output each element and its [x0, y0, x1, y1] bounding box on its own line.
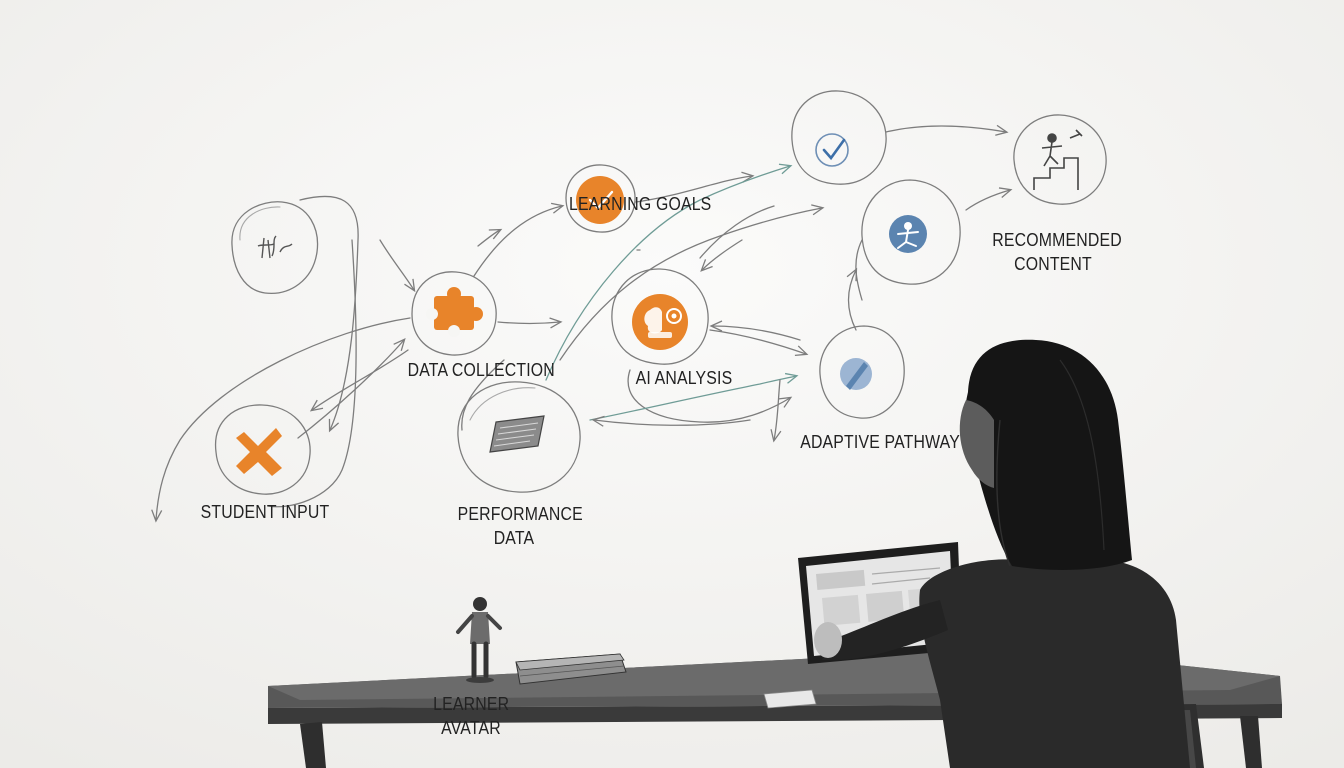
check-node-circle: [791, 90, 887, 185]
data-collection-label: DATA COLLECTION: [407, 360, 555, 380]
learning-goals-check-icon: [576, 176, 624, 224]
node-circles: [214, 90, 1107, 495]
ai-brain-gear-icon: [632, 294, 688, 350]
pencil-icon: [840, 358, 872, 390]
woman-figure: [814, 339, 1204, 768]
handwriting-icon: [257, 235, 293, 259]
flow-arrows: [151, 124, 1013, 523]
learning-goals-label: LEARNING GOALS: [569, 194, 712, 214]
learning-goals-node-circle: [565, 164, 636, 233]
learner-avatar-figure: [456, 597, 502, 683]
handwriting-node-circle: [231, 201, 319, 294]
data-collection-node-circle: [411, 271, 497, 356]
person-node-circle: [861, 179, 961, 285]
performance-data-node-circle: [457, 381, 581, 493]
performance-data-label: PERFORMANCE DATA: [457, 504, 583, 548]
adaptive-pathway-label: ADAPTIVE PATHWAY: [800, 432, 960, 452]
ai-analysis-node-circle: [611, 268, 709, 365]
recommended-content-node-circle: [1013, 114, 1107, 205]
stairs-climb-icon: [1033, 129, 1083, 190]
recommended-content-label: RECOMMENDED CONTENT: [992, 230, 1122, 274]
document-icon: [489, 415, 545, 453]
student-input-node-circle: [214, 404, 311, 495]
book-stack: [515, 653, 627, 685]
tool-cross-icon: [236, 428, 282, 476]
adaptive-pathway-node-circle: [819, 325, 905, 419]
check-icon: [815, 133, 849, 167]
person-icon: [889, 215, 927, 253]
paper-sheet: [763, 689, 817, 709]
ai-analysis-label: AI ANALYSIS: [635, 368, 733, 388]
learner-avatar-label: LEARNER AVATAR: [433, 694, 510, 738]
student-input-label: STUDENT INPUT: [200, 502, 330, 522]
puzzle-icon: [426, 287, 483, 337]
